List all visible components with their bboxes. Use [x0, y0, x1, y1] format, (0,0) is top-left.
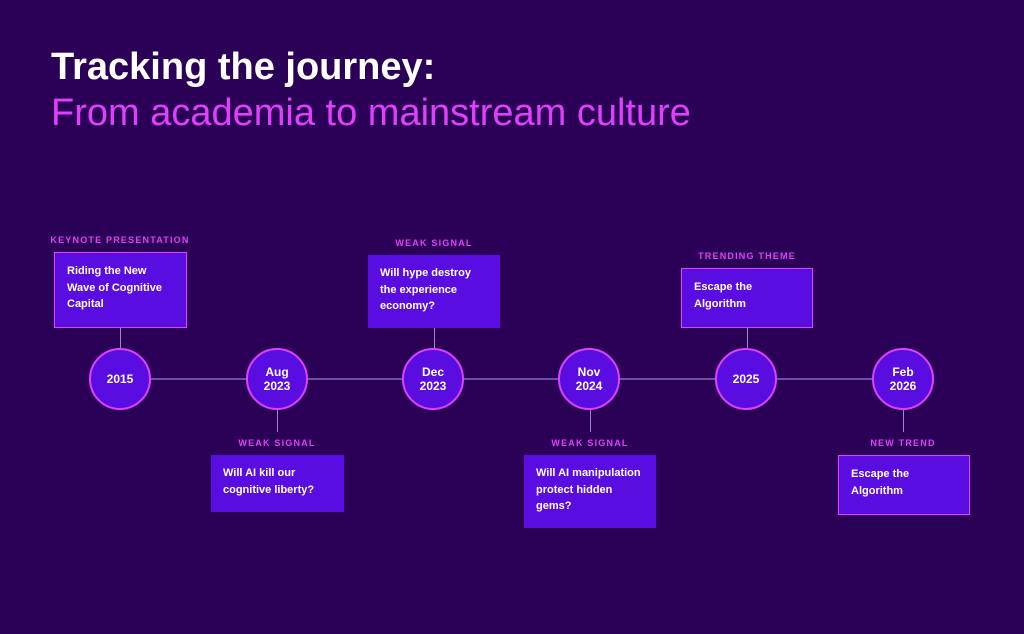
event-card: Escape the Algorithm [681, 268, 813, 328]
event-connector [903, 410, 904, 432]
timeline-axis [120, 378, 903, 380]
timeline-node: Feb 2026 [872, 348, 934, 410]
event-connector [434, 328, 435, 348]
event-card: Riding the New Wave of Cognitive Capital [54, 252, 187, 328]
event-connector [590, 410, 591, 432]
page-subtitle: From academia to mainstream culture [51, 92, 691, 134]
event-card: Escape the Algorithm [838, 455, 970, 515]
event-tag: NEW TREND [870, 438, 936, 448]
page-title: Tracking the journey: [51, 46, 436, 88]
event-tag: WEAK SIGNAL [238, 438, 316, 448]
timeline-node: 2015 [89, 348, 151, 410]
event-card: Will AI manipulation protect hidden gems… [524, 455, 656, 528]
event-tag: TRENDING THEME [698, 251, 796, 261]
event-card: Will hype destroy the experience economy… [368, 255, 500, 328]
event-card: Will AI kill our cognitive liberty? [211, 455, 344, 512]
timeline-node: Nov 2024 [558, 348, 620, 410]
timeline-node: Dec 2023 [402, 348, 464, 410]
event-tag: WEAK SIGNAL [551, 438, 629, 448]
event-tag: KEYNOTE PRESENTATION [50, 235, 190, 245]
event-tag: WEAK SIGNAL [395, 238, 473, 248]
timeline-node: Aug 2023 [246, 348, 308, 410]
event-connector [120, 328, 121, 348]
event-connector [747, 328, 748, 348]
event-connector [277, 410, 278, 432]
timeline-node: 2025 [715, 348, 777, 410]
